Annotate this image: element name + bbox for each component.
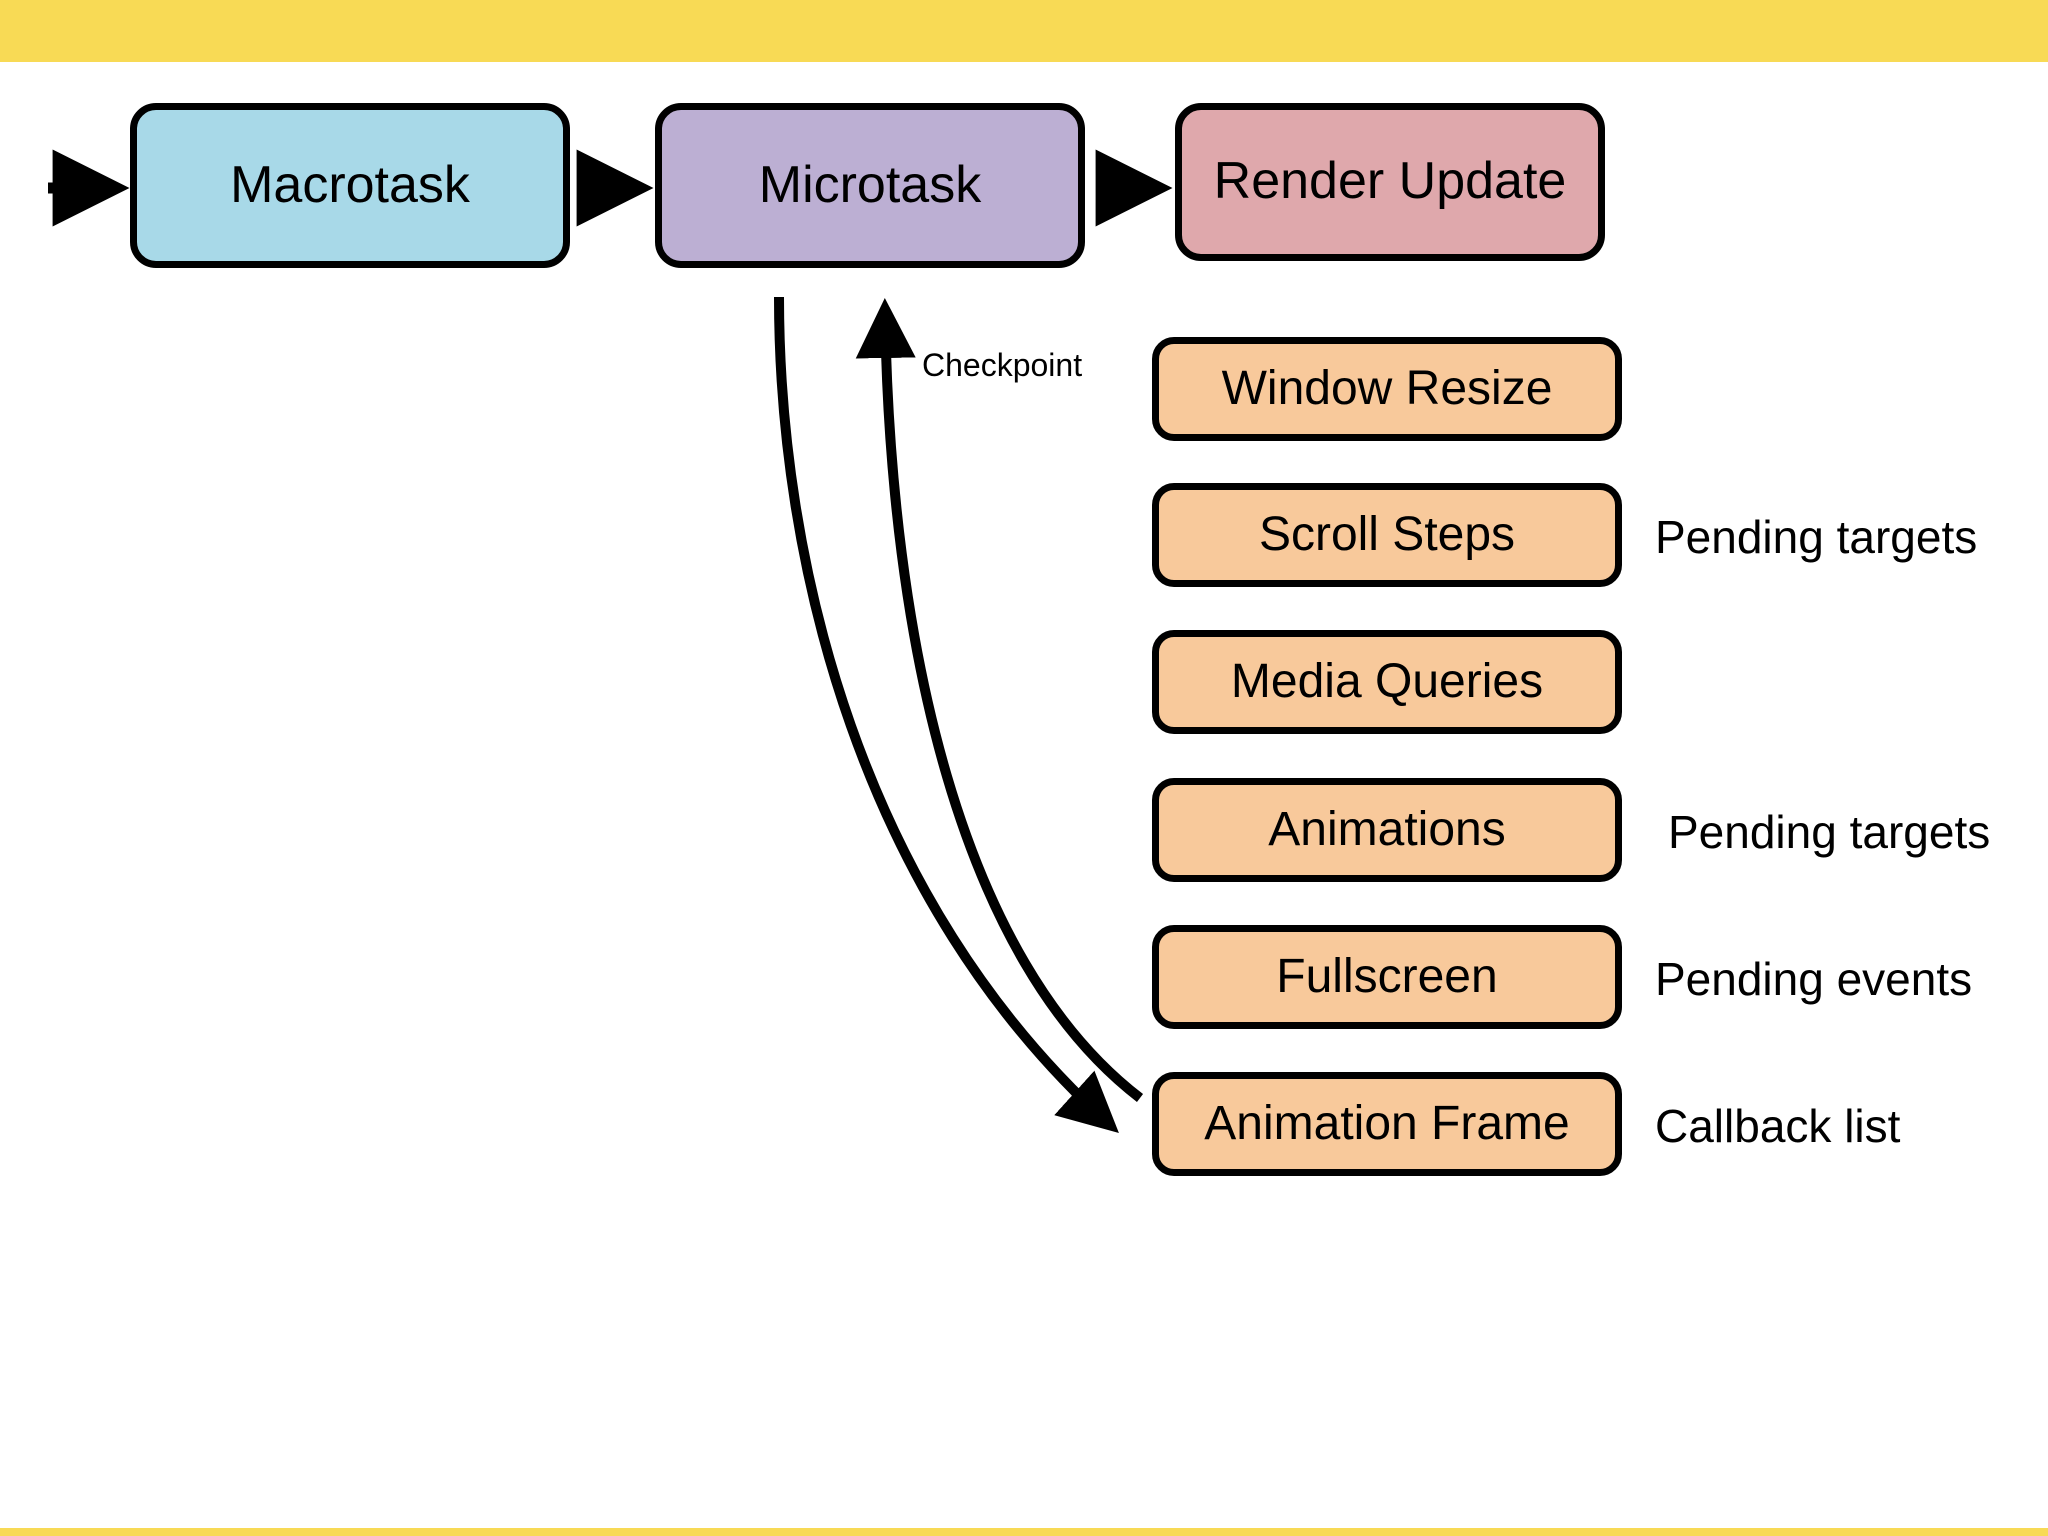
arrow-animation-frame-to-microtask xyxy=(855,298,1144,1102)
node-fullscreen[interactable]: Fullscreen xyxy=(1152,925,1622,1029)
annotation-scroll-steps: Pending targets xyxy=(1655,511,1978,563)
node-scroll-steps[interactable]: Scroll Steps xyxy=(1152,483,1622,587)
node-macrotask-label: Macrotask xyxy=(230,155,470,214)
node-media-queries[interactable]: Media Queries xyxy=(1152,630,1622,734)
node-macrotask[interactable]: Macrotask xyxy=(130,103,570,268)
node-window-resize[interactable]: Window Resize xyxy=(1152,337,1622,441)
annotation-animations: Pending targets xyxy=(1668,806,1991,858)
node-render-update[interactable]: Render Update xyxy=(1175,103,1605,261)
annotation-fullscreen: Pending events xyxy=(1655,953,1973,1005)
node-animations-label: Animations xyxy=(1268,802,1506,856)
top-accent-band xyxy=(0,0,2048,62)
node-window-resize-label: Window Resize xyxy=(1221,361,1553,415)
node-scroll-steps-label: Scroll Steps xyxy=(1258,507,1516,561)
checkpoint-label: Checkpoint xyxy=(922,347,1083,383)
node-render-update-label: Render Update xyxy=(1213,152,1567,211)
node-animation-frame-label: Animation Frame xyxy=(1204,1096,1570,1150)
node-animation-frame[interactable]: Animation Frame xyxy=(1152,1072,1622,1176)
bottom-accent-band xyxy=(0,1528,2048,1536)
arrow-microtask-to-animation-frame xyxy=(774,296,1119,1134)
node-microtask[interactable]: Microtask xyxy=(655,103,1085,268)
annotation-animation-frame: Callback list xyxy=(1655,1100,1901,1152)
node-microtask-label: Microtask xyxy=(758,155,982,214)
node-animations[interactable]: Animations xyxy=(1152,778,1622,882)
node-fullscreen-label: Fullscreen xyxy=(1276,949,1498,1003)
node-media-queries-label: Media Queries xyxy=(1230,654,1544,708)
